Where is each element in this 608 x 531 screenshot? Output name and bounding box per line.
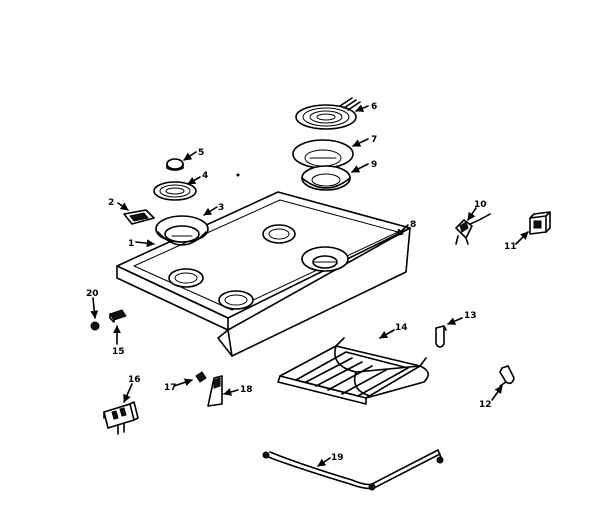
callout-17: 17 [164,383,177,393]
drip-bowl-left [155,215,209,246]
element-coil-right [295,97,361,130]
callout-labels: 1 2 3 4 5 6 7 8 9 10 11 12 13 14 15 16 1… [86,102,517,463]
element-cap-left [166,158,184,171]
clip-12 [499,365,515,387]
switch-15 [109,309,127,323]
cooktop-body [116,173,411,357]
burner-ring-right [301,165,351,191]
drip-bowl-right [292,139,354,169]
callout-20: 20 [86,289,99,299]
support-rod [262,449,444,491]
bracket-18 [207,375,223,407]
element-ring-left [153,181,197,201]
callout-12: 12 [479,400,492,410]
leader-lines [90,104,529,467]
terminal-block-10 [455,213,491,245]
callout-11: 11 [504,242,517,252]
callout-2: 2 [108,198,114,208]
callout-18: 18 [240,385,253,395]
clip-13 [435,325,447,348]
callout-14: 14 [395,323,408,333]
bracket-11 [529,211,551,235]
callout-19: 19 [331,453,344,463]
callout-6: 6 [371,102,377,112]
callout-3: 3 [218,203,224,213]
callout-9: 9 [371,160,377,170]
callout-8: 8 [410,220,416,230]
switch-16 [103,401,139,435]
callout-13: 13 [464,311,477,321]
callout-7: 7 [371,135,377,145]
support-rack [277,337,429,405]
element-receptacle [123,209,155,225]
callout-16: 16 [128,375,141,385]
callout-1: 1 [128,239,134,249]
callout-15: 15 [112,347,125,357]
callout-5: 5 [198,148,204,158]
callout-4: 4 [202,171,208,181]
plug-17 [195,371,207,383]
knob-20 [90,321,100,331]
callout-10: 10 [474,200,487,210]
